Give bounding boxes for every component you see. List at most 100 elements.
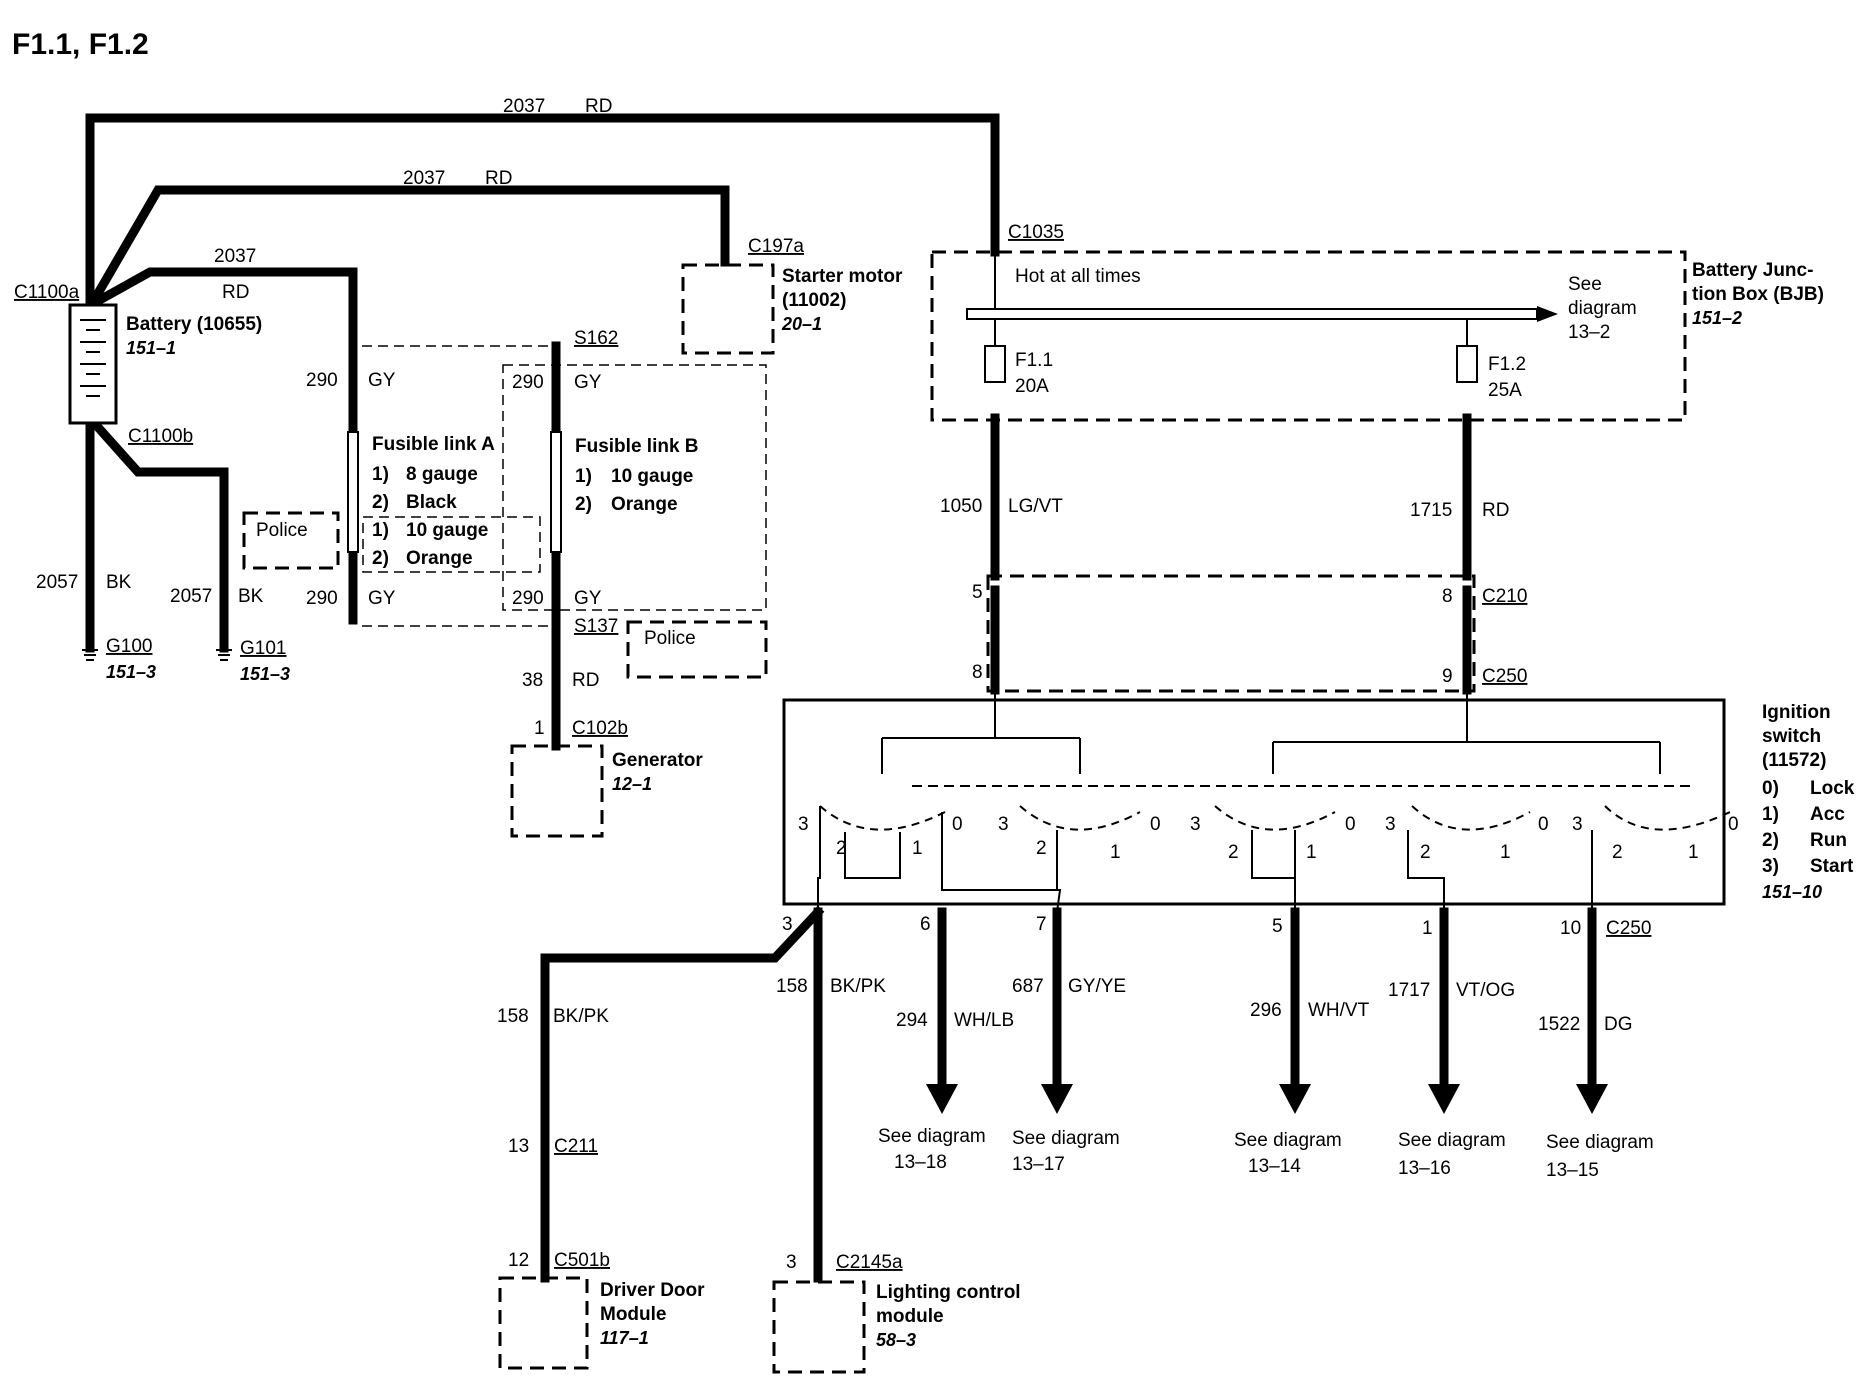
svg-text:2: 2 <box>836 838 847 859</box>
fusible-a-dash <box>362 516 541 573</box>
connector-label: C102b <box>572 718 628 739</box>
connector-label: C210 <box>1482 586 1527 607</box>
connector-label: C250 <box>1482 666 1527 687</box>
ignition-pos-num: 1) <box>1762 804 1779 825</box>
svg-text:3: 3 <box>798 814 809 835</box>
wire-2037-mid <box>86 185 730 309</box>
svg-text:3: 3 <box>1190 814 1201 835</box>
fuse-f1-2-symbol <box>1456 345 1478 383</box>
wire-label: 296 <box>1250 1000 1282 1021</box>
starter-line2: (11002) <box>782 290 846 311</box>
police-box-b <box>626 620 768 679</box>
ddm-line2: Module <box>600 1304 667 1325</box>
svg-text:3: 3 <box>998 814 1009 835</box>
wire-color: RD <box>572 670 599 691</box>
connector-label: C2145a <box>836 1252 903 1273</box>
ground-g101-label: G101 <box>240 638 286 659</box>
fusible-a-num: 2) <box>372 548 389 569</box>
fusible-link-a-symbol <box>347 431 359 553</box>
pin-number: 3 <box>782 914 793 935</box>
wire-label: 158 <box>776 976 808 997</box>
contact-arcs <box>819 805 1731 831</box>
pin-number: 8 <box>1442 586 1453 607</box>
fusible-link-b-symbol <box>550 431 562 553</box>
lcm-line2: module <box>876 1306 944 1327</box>
pin-number: 3 <box>786 1252 797 1273</box>
splice-label: S162 <box>574 328 618 349</box>
wire-label: 2037 <box>403 168 445 189</box>
diagram-title: F1.1, F1.2 <box>12 28 149 61</box>
connector-label: C501b <box>554 1250 610 1271</box>
ignition-bus-right <box>1272 690 1661 774</box>
ground-g100-label: G100 <box>106 636 152 657</box>
wire-color: BK/PK <box>830 976 886 997</box>
wire-color: RD <box>1482 500 1509 521</box>
see-bjb-1: See <box>1568 274 1602 295</box>
splice-label: S137 <box>574 616 618 637</box>
generator-box <box>510 744 604 838</box>
ddm-ref: 117–1 <box>600 1328 649 1348</box>
connector-label: C1100a <box>14 282 80 303</box>
ignition-pos-num: 3) <box>1762 856 1779 877</box>
pin-number: 5 <box>972 582 983 603</box>
wire-color: GY <box>368 588 396 609</box>
fusible-a-val: Orange <box>406 548 473 569</box>
bjb-line1: Battery Junc- <box>1692 260 1813 281</box>
wire-label: 290 <box>512 588 544 609</box>
diagram-ref-b: 13–17 <box>1012 1154 1065 1175</box>
generator-ref: 12–1 <box>612 774 652 794</box>
battery-ref: 151–1 <box>126 338 176 358</box>
diagram-ref-d: 13–16 <box>1398 1158 1451 1179</box>
see-diagram-e: See diagram <box>1546 1132 1654 1153</box>
wire-label: 2057 <box>36 572 78 593</box>
connector-label: C197a <box>748 236 804 257</box>
svg-text:B: B <box>1051 1088 1060 1103</box>
police-label-b: Police <box>644 628 696 649</box>
svg-text:0: 0 <box>952 814 963 835</box>
see-diagram-b: See diagram <box>1012 1128 1120 1149</box>
wire-label: 2037 <box>503 96 545 117</box>
wire-color: GY <box>368 370 396 391</box>
see-bjb-3: 13–2 <box>1568 322 1610 343</box>
lcm-box <box>772 1280 866 1374</box>
generator-name: Generator <box>612 750 703 771</box>
svg-text:0: 0 <box>1728 814 1739 835</box>
wire-color: BK/PK <box>553 1006 609 1027</box>
wire-label: 1715 <box>1410 500 1452 521</box>
police-box-a <box>242 511 340 570</box>
ignition-line3: (11572) <box>1762 750 1826 771</box>
ground-g101-ref: 151–3 <box>240 664 290 684</box>
battery-name: Battery (10655) <box>126 314 262 335</box>
starter-motor-box <box>681 263 775 355</box>
connector-label: C211 <box>554 1136 598 1157</box>
bjb-box <box>930 250 1687 422</box>
output-letters: A B C D E <box>936 1088 1595 1103</box>
wire-color: VT/OG <box>1456 980 1515 1001</box>
fusible-a-num: 1) <box>372 464 389 485</box>
wire-color: GY <box>574 372 602 393</box>
fusible-a-num: 2) <box>372 492 389 513</box>
svg-text:2: 2 <box>1612 842 1623 863</box>
wire-color: DG <box>1604 1014 1633 1035</box>
wire-color: GY/YE <box>1068 976 1126 997</box>
see-diagram-d: See diagram <box>1398 1130 1506 1151</box>
wire-label: 1717 <box>1388 980 1430 1001</box>
wire-label: 290 <box>306 370 338 391</box>
pin-number: 1 <box>1422 918 1433 939</box>
diagram-ref-e: 13–15 <box>1546 1160 1599 1181</box>
starter-line1: Starter motor <box>782 266 903 287</box>
bjb-bus-bar <box>966 308 1538 320</box>
wire-color: RD <box>485 168 512 189</box>
wire-color: BK <box>238 586 264 607</box>
pin-number: 10 <box>1560 918 1581 939</box>
bjb-line2: tion Box (BJB) <box>1692 284 1824 305</box>
pin-number: 6 <box>920 914 931 935</box>
wire-label: 158 <box>497 1006 529 1027</box>
svg-text:E: E <box>1586 1088 1595 1103</box>
ignition-line1: Ignition <box>1762 702 1831 723</box>
fuse-f1-2-name: F1.2 <box>1488 354 1526 375</box>
pin-number: 9 <box>1442 666 1453 687</box>
ignition-ref: 151–10 <box>1762 882 1822 902</box>
